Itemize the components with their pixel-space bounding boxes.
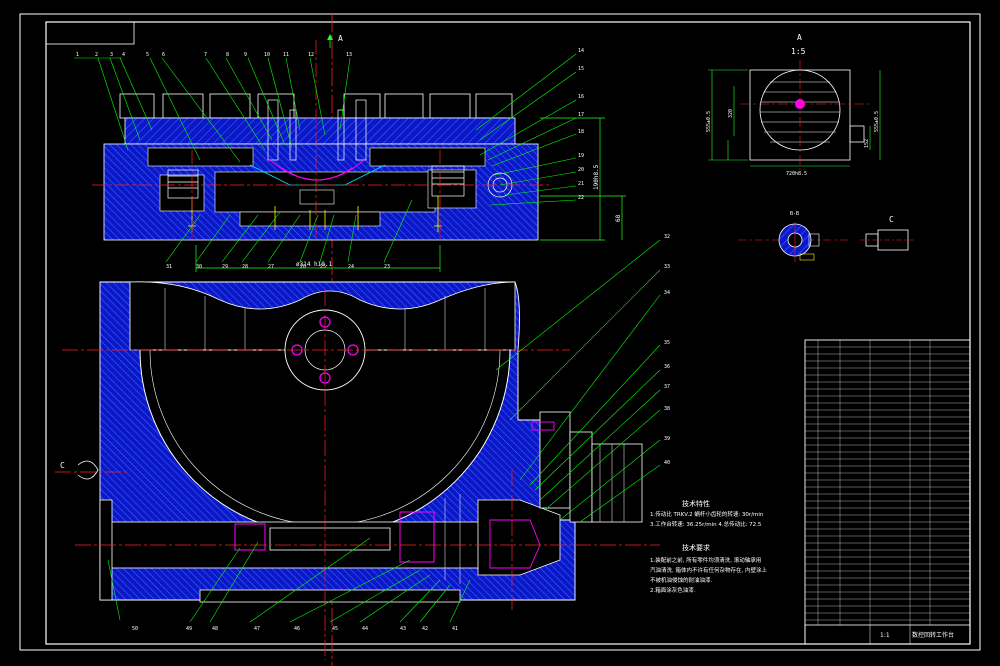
section-a-label: A: [338, 34, 343, 43]
part-label-3: 3: [110, 52, 113, 58]
part-label-11: 11: [283, 52, 289, 58]
part-labels-top: 1 2 3 4 5 6 7 8 9 10 11 12 13 14 15 16 1…: [76, 48, 584, 270]
part-label-24: 24: [348, 264, 354, 270]
part-label-29: 29: [222, 264, 228, 270]
part-label-50: 50: [132, 626, 138, 632]
part-label-14: 14: [578, 48, 584, 54]
part-label-40: 40: [664, 460, 670, 466]
view-c-right: C: [860, 215, 914, 251]
requirement-line-3: 不被机油侵蚀的耐油油漆.: [650, 576, 713, 584]
view-c-right-label: C: [889, 215, 894, 224]
part-label-48: 48: [212, 626, 218, 632]
view-a-label: A: [797, 33, 802, 42]
view-a-dim-555-right: 555±0.5: [874, 111, 880, 132]
view-a: A 1:5 555±0.5 320 555±0.5 152 720h8.5: [706, 33, 881, 177]
part-label-28: 28: [242, 264, 248, 270]
view-a-dim-width: 720h8.5: [786, 171, 807, 177]
part-label-20: 20: [578, 167, 584, 173]
part-label-19: 19: [578, 153, 584, 159]
part-label-25: 25: [320, 264, 326, 270]
parts-list: 数控回转工作台 1:1: [804, 339, 971, 645]
part-label-21: 21: [578, 181, 584, 187]
part-label-23: 23: [384, 264, 390, 270]
requirement-line-4: 2.箱面涂灰色油漆.: [650, 586, 696, 594]
part-label-34: 34: [664, 290, 670, 296]
part-label-7: 7: [204, 52, 207, 58]
part-label-13: 13: [346, 52, 352, 58]
front-section-view: C: [55, 281, 660, 660]
requirement-line-2: 汽油清洗, 箱体内不许有任何杂物存在, 内壁涂上: [650, 566, 767, 574]
part-label-46: 46: [294, 626, 300, 632]
part-label-49: 49: [186, 626, 192, 632]
title-block-scale: 1:1: [880, 632, 890, 639]
spec-line-1: 1.传动比 TRKV.2 蜗杆小齿轮的转速: 30r/min: [650, 510, 764, 518]
part-label-39: 39: [664, 436, 670, 442]
leaders-front: [107, 239, 661, 623]
part-label-5: 5: [146, 52, 149, 58]
part-label-38: 38: [664, 406, 670, 412]
view-a-dim-555-left: 555±0.5: [706, 111, 712, 132]
view-c-left-label: C: [60, 461, 65, 470]
view-a-scale: 1:5: [791, 47, 806, 56]
part-label-32: 32: [664, 234, 670, 240]
part-label-18: 18: [578, 129, 584, 135]
part-label-45: 45: [332, 626, 338, 632]
part-label-10: 10: [264, 52, 270, 58]
part-label-42: 42: [422, 626, 428, 632]
dimension-height-190: 190h8.5: [593, 164, 600, 190]
part-label-47: 47: [254, 626, 260, 632]
part-label-16: 16: [578, 94, 584, 100]
dimension-height-68: 68: [615, 214, 622, 222]
part-label-37: 37: [664, 384, 670, 390]
requirement-line-1: 1.装配前之前, 所有零件均须清洗, 滚动轴承用: [650, 556, 761, 564]
part-label-6: 6: [162, 52, 165, 58]
view-a-dim-320: 320: [728, 109, 734, 118]
part-label-33: 33: [664, 264, 670, 270]
part-label-30: 30: [196, 264, 202, 270]
section-bb: B-B: [738, 211, 848, 262]
section-bb-label: B-B: [790, 211, 799, 217]
technical-notes: 技术特性 1.传动比 TRKV.2 蜗杆小齿轮的转速: 30r/min 3.工作…: [650, 499, 767, 594]
requirements-title: 技术要求: [682, 543, 710, 552]
part-label-17: 17: [578, 112, 584, 118]
part-label-26: 26: [300, 264, 306, 270]
part-label-4: 4: [122, 52, 125, 58]
part-label-15: 15: [578, 66, 584, 72]
dimension-diameter-314: ø314 h10.1: [296, 261, 333, 268]
part-labels-front: 32 33 34 35 36 37 38 39 40 41 42 43 44 4…: [132, 234, 670, 632]
part-label-31: 31: [166, 264, 172, 270]
view-a-dim-152: 152: [864, 139, 870, 148]
part-label-41: 41: [452, 626, 458, 632]
part-label-27: 27: [268, 264, 274, 270]
spec-title: 技术特性: [682, 499, 710, 508]
spec-line-2: 3.工作台转速: 36.25r/min 4.总传动比: 72.5: [650, 520, 762, 528]
part-label-43: 43: [400, 626, 406, 632]
part-label-22: 22: [578, 195, 584, 201]
part-label-9: 9: [244, 52, 247, 58]
part-label-36: 36: [664, 364, 670, 370]
part-label-8: 8: [226, 52, 229, 58]
part-label-1: 1: [76, 52, 79, 58]
part-label-35: 35: [664, 340, 670, 346]
top-section-view: 190h8.5 68 ø314 h10.1 A: [92, 34, 626, 272]
title-block-title: 数控回转工作台: [912, 631, 954, 639]
part-label-44: 44: [362, 626, 368, 632]
part-label-2: 2: [95, 52, 98, 58]
leaders-top: [74, 53, 577, 263]
part-label-12: 12: [308, 52, 314, 58]
